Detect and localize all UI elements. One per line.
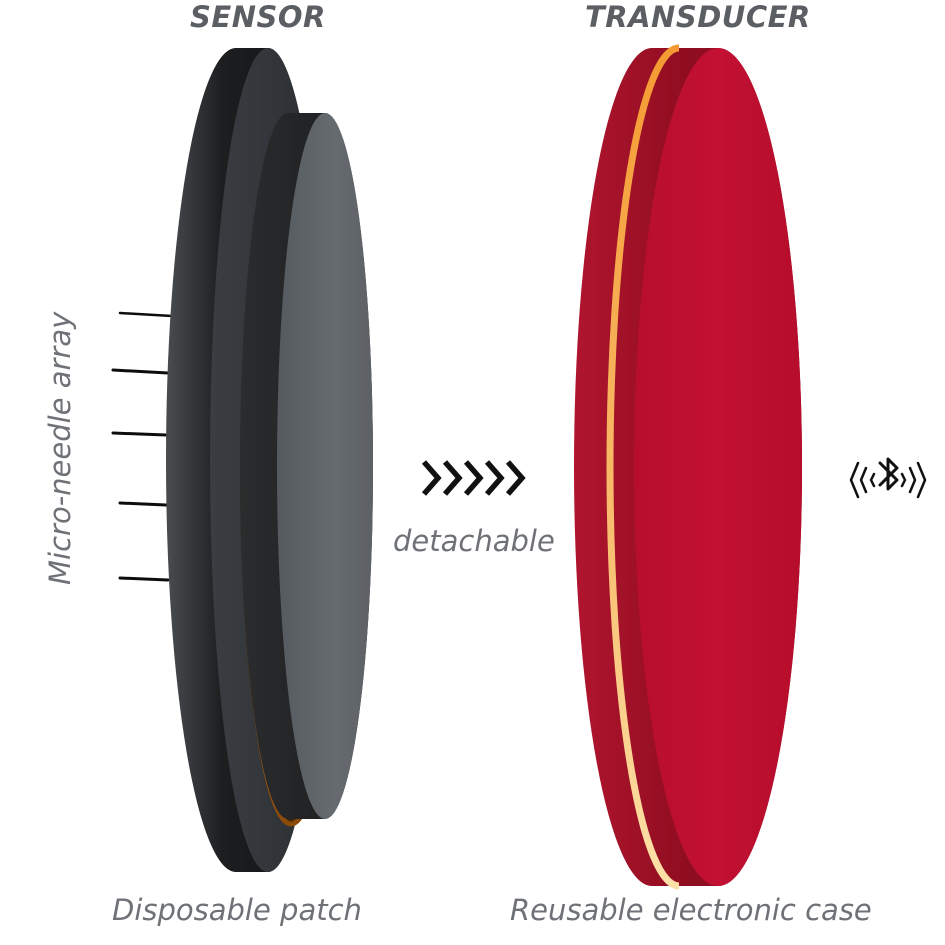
micro-needle	[118, 501, 168, 507]
micro-needle-array	[111, 311, 174, 582]
chevrons-right-icon	[421, 460, 526, 496]
micro-needle	[111, 431, 168, 437]
transducer-gold-stripe	[606, 44, 680, 890]
sensor-front-disc-face	[277, 113, 373, 819]
transducer-case	[574, 44, 802, 890]
micro-needle	[118, 576, 170, 582]
micro-needle-array-label: Micro-needle array	[43, 311, 77, 585]
transducer-face	[634, 48, 802, 886]
sensor-title: SENSOR	[190, 0, 326, 34]
transducer-caption: Reusable electronic case	[510, 893, 872, 927]
bluetooth-signal-icon	[849, 457, 927, 499]
detachable-label: detachable	[393, 524, 555, 558]
sensor-patch	[111, 48, 373, 872]
sensor-caption: Disposable patch	[112, 893, 362, 927]
micro-needle	[118, 311, 174, 318]
micro-needle	[111, 368, 170, 375]
transducer-title: TRANSDUCER	[585, 0, 811, 34]
